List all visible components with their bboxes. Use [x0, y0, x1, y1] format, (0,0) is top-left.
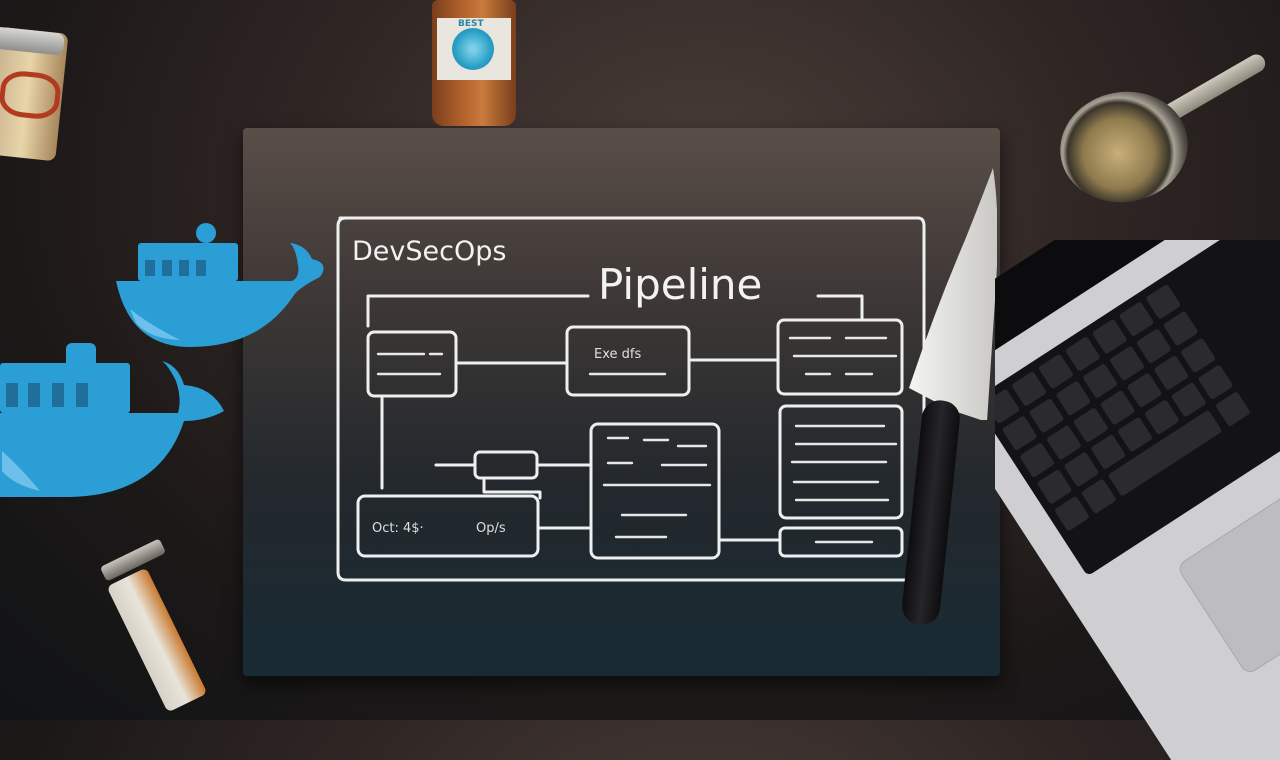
node-source	[366, 330, 458, 398]
node-bottom-right-stage	[778, 526, 904, 558]
chef-knife-blade	[909, 168, 997, 420]
node-deploy	[356, 494, 540, 558]
svg-text:Oct: 4$·: Oct: 4$·	[372, 521, 424, 536]
svg-text:Op/s: Op/s	[476, 521, 506, 536]
diagram-heading-large: Pipeline	[598, 260, 762, 309]
node-top-right-stage	[776, 318, 904, 396]
pipeline-diagram: DevSecOps Pipeline Exe dfs Oct: 4$· Op/s	[336, 216, 926, 582]
docker-whale-icon-top	[116, 223, 324, 347]
node-central-checks	[589, 422, 721, 560]
svg-text:Exe dfs: Exe dfs	[594, 347, 641, 362]
node-small-gate	[473, 450, 539, 480]
laptop	[995, 240, 1280, 760]
diagram-heading-small: DevSecOps	[352, 236, 506, 267]
docker-logos	[0, 223, 324, 497]
node-middle-right-stage	[778, 404, 904, 520]
spice-jar-label-text: BEST	[458, 19, 484, 29]
kubernetes-style-emblem-icon	[452, 28, 494, 70]
docker-whale-icon-bottom	[0, 343, 224, 497]
diagram-frame	[336, 216, 926, 582]
laptop-screen	[995, 240, 1280, 377]
laptop-trackpad	[1179, 466, 1280, 672]
